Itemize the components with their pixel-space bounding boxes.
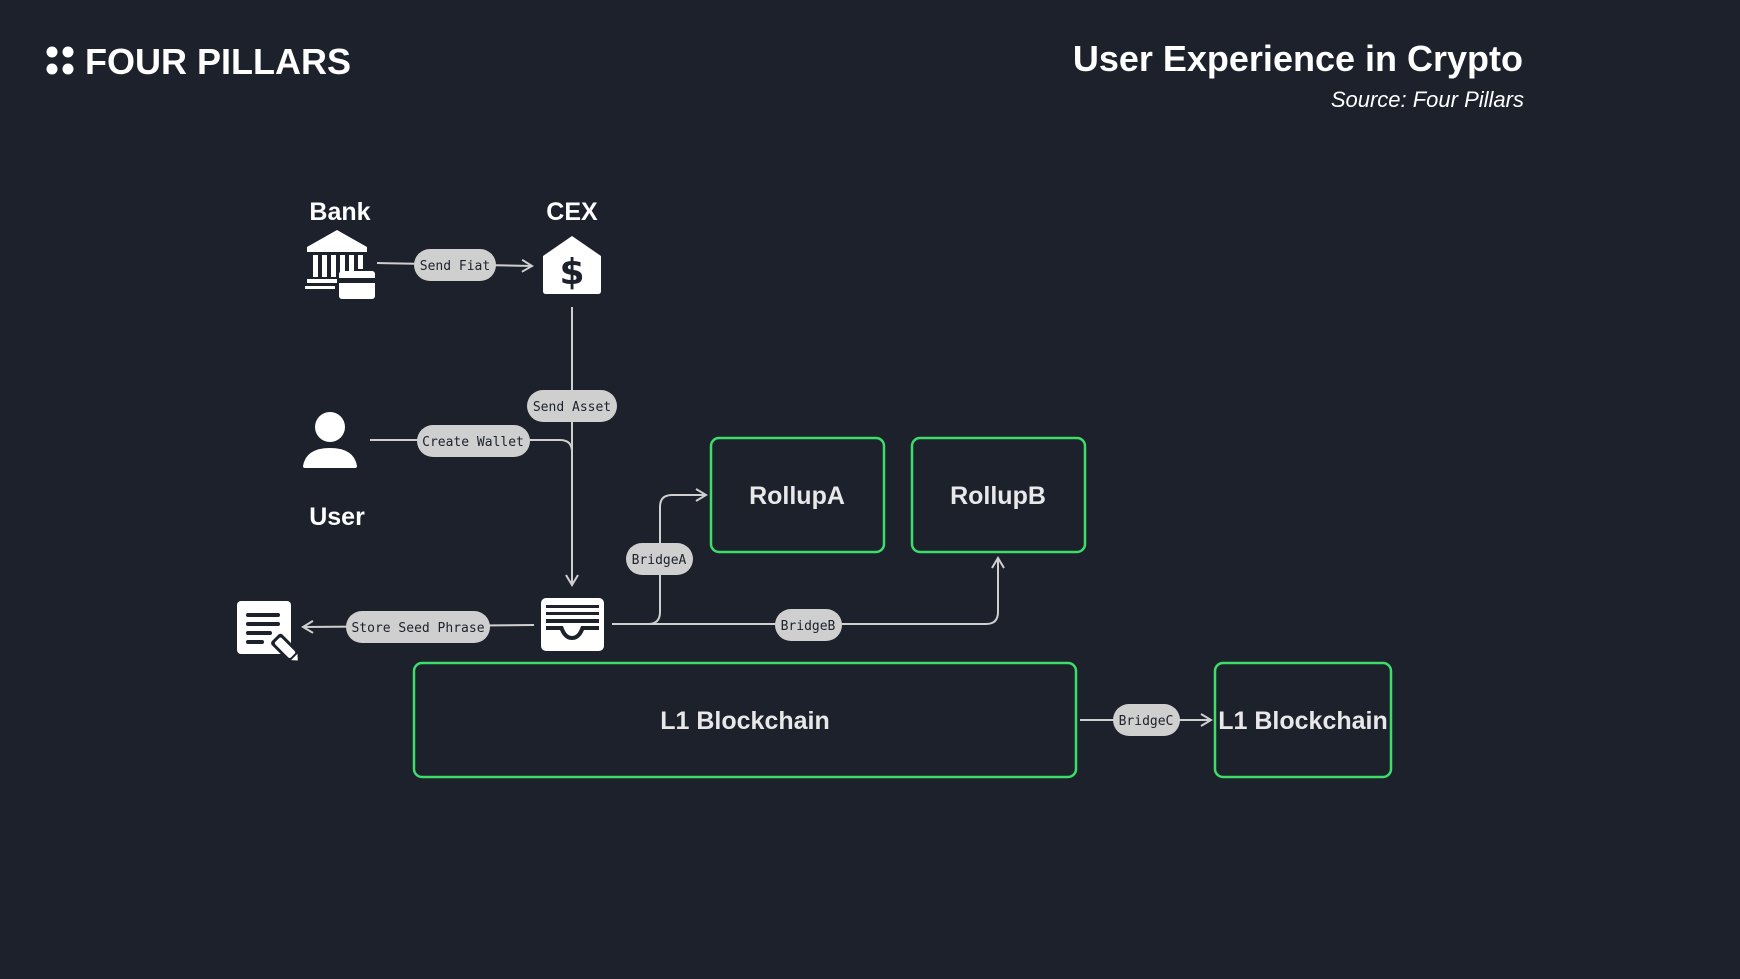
dollar-house-icon: $ — [543, 236, 601, 294]
rollup-b-label: RollupB — [950, 482, 1046, 510]
bank-label: Bank — [309, 198, 370, 226]
l1-blockchain-main-label: L1 Blockchain — [660, 707, 830, 735]
pill-bridge-a-label: BridgeA — [632, 553, 687, 568]
note-pen-icon — [237, 601, 301, 664]
svg-text:$: $ — [559, 252, 584, 293]
pill-send-fiat: Send Fiat — [414, 249, 496, 281]
cex-label: CEX — [546, 198, 598, 226]
diagram-canvas: FOUR PILLARS User Experience in Crypto S… — [46, 38, 1524, 779]
pill-bridge-b-label: BridgeB — [781, 619, 836, 634]
bank-card-icon — [305, 230, 375, 299]
pill-create-wallet: Create Wallet — [417, 425, 530, 457]
source-note: Source: Four Pillars — [1331, 87, 1524, 112]
pill-store-seed-label: Store Seed Phrase — [351, 621, 484, 636]
l1-blockchain-other-label: L1 Blockchain — [1218, 707, 1388, 735]
rollup-b-box: RollupB — [910, 436, 1087, 554]
pill-create-wallet-label: Create Wallet — [422, 435, 524, 450]
pill-bridge-c: BridgeC — [1113, 704, 1180, 736]
pill-bridge-b: BridgeB — [775, 609, 842, 641]
brand-name: FOUR PILLARS — [85, 41, 351, 82]
pill-send-asset: Send Asset — [527, 390, 617, 422]
l1-blockchain-other-box: L1 Blockchain — [1213, 661, 1393, 779]
user-label: User — [309, 503, 365, 531]
pill-send-fiat-label: Send Fiat — [420, 259, 490, 274]
edge-bridge-b — [612, 556, 1005, 625]
pill-send-asset-label: Send Asset — [533, 400, 611, 415]
rollup-a-box: RollupA — [709, 436, 886, 554]
pill-bridge-c-label: BridgeC — [1119, 714, 1174, 729]
edge-create-wallet — [370, 439, 573, 453]
l1-blockchain-main-box: L1 Blockchain — [412, 661, 1078, 779]
page-title: User Experience in Crypto — [1073, 38, 1523, 79]
pill-bridge-a: BridgeA — [626, 543, 693, 575]
brand-logo-icon — [46, 46, 74, 75]
rollup-a-label: RollupA — [749, 482, 845, 510]
pill-store-seed: Store Seed Phrase — [346, 611, 490, 643]
wallet-icon — [541, 598, 604, 651]
person-icon — [303, 412, 357, 468]
